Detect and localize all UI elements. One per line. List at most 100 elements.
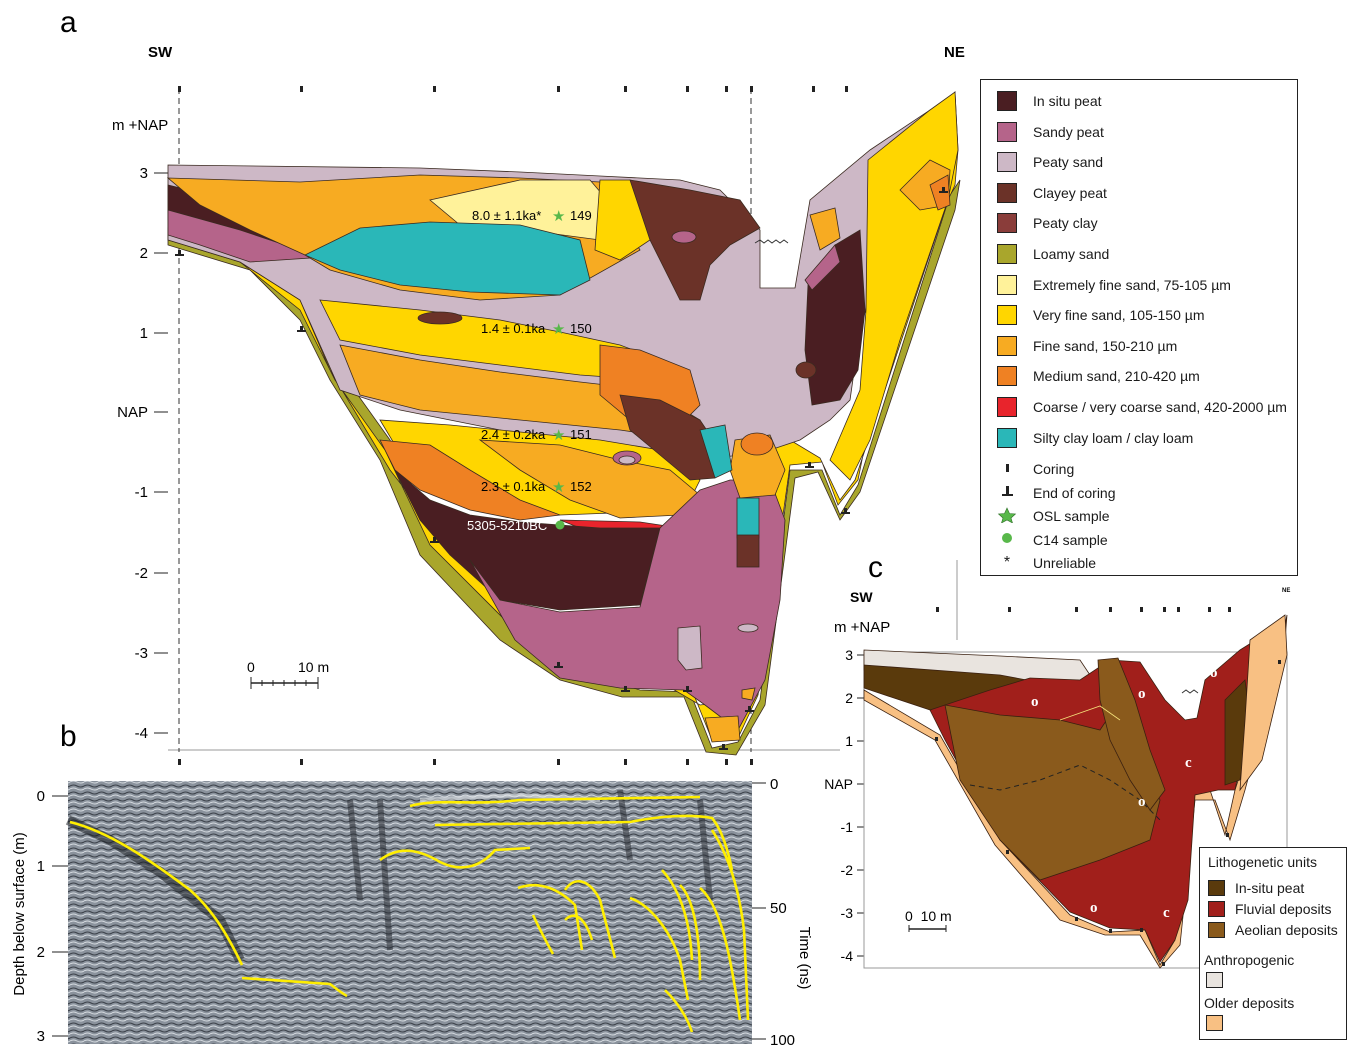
clayey-peat-borehole	[736, 534, 760, 568]
legend-swatch	[997, 397, 1017, 417]
sandy-peat-right	[804, 244, 841, 291]
legend-symbol-label: End of coring	[1033, 484, 1116, 501]
legend-item: In situ peat	[997, 90, 1102, 112]
legend-c-item: In-situ peat	[1208, 880, 1304, 896]
osl-star-150: ★	[552, 321, 565, 338]
end-of-coring-markers	[175, 187, 948, 750]
legend-c-item: Aeolian deposits	[1208, 922, 1338, 938]
y-tick-1: 1	[140, 325, 148, 342]
legend-symbol-label: OSL sample	[1033, 508, 1110, 525]
c-y-tick-2: 2	[845, 690, 853, 706]
legend-swatch	[997, 366, 1017, 387]
legend-swatch	[997, 335, 1017, 356]
gpr-depth-label: Depth below surface (m)	[11, 832, 28, 995]
fine-sand-plug-bottom	[704, 715, 741, 743]
time-tick-50: 50	[770, 900, 787, 917]
legend-c-label: Aeolian deposits	[1235, 922, 1338, 938]
c-y-tick-minus4: -4	[841, 948, 854, 964]
panel-c-dashed-boundary	[969, 764, 1161, 821]
legend-symbol-item: OSL sample	[997, 505, 1110, 527]
legend-item: Medium sand, 210-420 µm	[997, 365, 1200, 387]
y-tick-minus2: -2	[135, 565, 148, 582]
coring-tick-icon	[997, 461, 1017, 478]
unit-mark-4: c	[1185, 755, 1192, 771]
osl-sample-151-age: 2.4 ± 0.2ka	[481, 427, 546, 442]
c-y-tick-minus1: -1	[841, 819, 854, 835]
c14-sample-dot	[555, 520, 565, 530]
legend-label: Peaty sand	[1033, 154, 1104, 171]
osl-sample-152-id: 152	[570, 479, 592, 494]
sandy-peat-lens	[671, 230, 697, 244]
y-tick-minus4: -4	[135, 725, 148, 742]
legend-swatch	[997, 213, 1017, 234]
legend-label: Extremely fine sand, 75-105 µm	[1033, 276, 1231, 293]
panel-c-letter: c	[868, 551, 883, 584]
osl-star-149: ★	[552, 208, 565, 225]
legend-symbol-label: C14 sample	[1033, 531, 1108, 548]
unit-mark-3: o	[1210, 665, 1218, 681]
panel-c-thin-line	[1059, 705, 1121, 721]
unit-mark-7: o	[1090, 900, 1098, 916]
osl-sample-150-id: 150	[570, 321, 592, 336]
very-fine-sand-column	[594, 179, 651, 261]
osl-sample-151-id: 151	[570, 427, 592, 442]
legend-swatch	[997, 121, 1017, 142]
cross-section-c	[863, 614, 1288, 969]
unit-mark-6: c	[1163, 905, 1170, 921]
gpr-radargram	[68, 781, 752, 1044]
circle-icon	[997, 531, 1017, 548]
gpr-left-axis: 0 1 2 3	[37, 788, 68, 1045]
fine-sand-plug-right	[741, 687, 756, 701]
y-tick-2: 2	[140, 245, 148, 262]
legend-label: Coarse / very coarse sand, 420-2000 µm	[1033, 399, 1287, 415]
osl-star-151: ★	[552, 427, 565, 444]
c-y-tick-1: 1	[845, 733, 853, 749]
y-tick-minus1: -1	[135, 484, 148, 501]
silty-clay-borehole	[736, 497, 760, 539]
coring-ticks-top	[178, 86, 848, 92]
y-tick-minus3: -3	[135, 645, 148, 662]
panel-a-letter: a	[60, 6, 77, 39]
unit-mark-5: o	[1138, 794, 1146, 810]
legend-item: Extremely fine sand, 75-105 µm	[997, 274, 1231, 296]
legend-label: Clayey peat	[1033, 184, 1107, 201]
scale-bar-c: 0 10 m	[905, 908, 952, 932]
panel-a-sw-label: SW	[148, 44, 173, 61]
panel-a-y-axis: 3 2 1 NAP -1 -2 -3 -4	[117, 165, 168, 742]
depth-tick-2: 2	[37, 944, 45, 961]
legend-c-item: Fluvial deposits	[1208, 901, 1332, 917]
gpr-interpretation-lines	[69, 795, 750, 1033]
panel-c-ne-label: NE	[1282, 588, 1290, 594]
sample-labels: 8.0 ± 1.1ka* ★ 149 1.4 ± 0.1ka ★ 150 2.4…	[467, 208, 592, 533]
depth-tick-3: 3	[37, 1028, 45, 1045]
legend-swatch	[997, 305, 1017, 326]
legend-item: Peaty sand	[997, 151, 1103, 173]
fine-sand-right-upper	[809, 207, 841, 251]
end-of-coring-icon	[997, 484, 1017, 501]
medium-sand-lens-center	[740, 432, 774, 456]
legend-symbol-label: Unreliable	[1033, 555, 1097, 572]
legend-swatch	[997, 427, 1017, 448]
legend-item: Peaty clay	[997, 212, 1098, 234]
legend-item: Very fine sand, 105-150 µm	[997, 304, 1205, 326]
water-line-a	[754, 239, 789, 244]
panel-c-sw-label: SW	[850, 589, 873, 605]
legend-label: Loamy sand	[1033, 246, 1110, 262]
water-line-c	[1181, 689, 1199, 694]
osl-sample-149-id: 149	[570, 208, 592, 223]
legend-swatch	[997, 274, 1017, 295]
legend-c-extra-swatch	[1206, 1015, 1223, 1031]
legend-c-extra-label: Older deposits	[1204, 995, 1295, 1011]
c14-sample-label: 5305-5210BC	[467, 518, 547, 533]
panel-a-y-unit: m +NAP	[112, 117, 168, 134]
legend-label: Fine sand, 150-210 µm	[1033, 337, 1178, 354]
c-y-tick-minus2: -2	[841, 862, 854, 878]
y-tick-nap: NAP	[117, 404, 148, 421]
legend-item: Loamy sand	[997, 243, 1109, 265]
legend-item: Clayey peat	[997, 182, 1107, 204]
star-icon	[997, 506, 1017, 526]
asterisk-icon: *	[1003, 554, 1011, 572]
legend-c-label: Fluvial deposits	[1235, 901, 1332, 917]
